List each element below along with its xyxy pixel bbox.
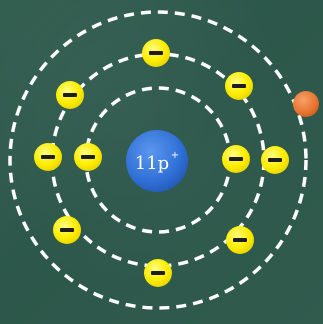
nucleus [126, 130, 188, 192]
electron-charge-mark [41, 155, 55, 159]
orbit-outer [8, 10, 308, 310]
electron-charge-mark [81, 155, 95, 159]
electron-charge-mark [232, 84, 246, 88]
outer-shell-particle [293, 91, 319, 117]
electron-charge-mark [63, 93, 77, 97]
nucleus-label-superscript: + [171, 150, 179, 161]
nucleus-label: 11p [135, 153, 169, 174]
electrons-group [34, 39, 319, 287]
electron-charge-mark [149, 51, 163, 55]
electron-charge-mark [60, 228, 74, 232]
electron-charge-mark [268, 158, 282, 162]
electron-charge-mark [229, 157, 243, 161]
electron-charge-mark [233, 238, 247, 242]
electron-charge-mark [151, 271, 165, 275]
